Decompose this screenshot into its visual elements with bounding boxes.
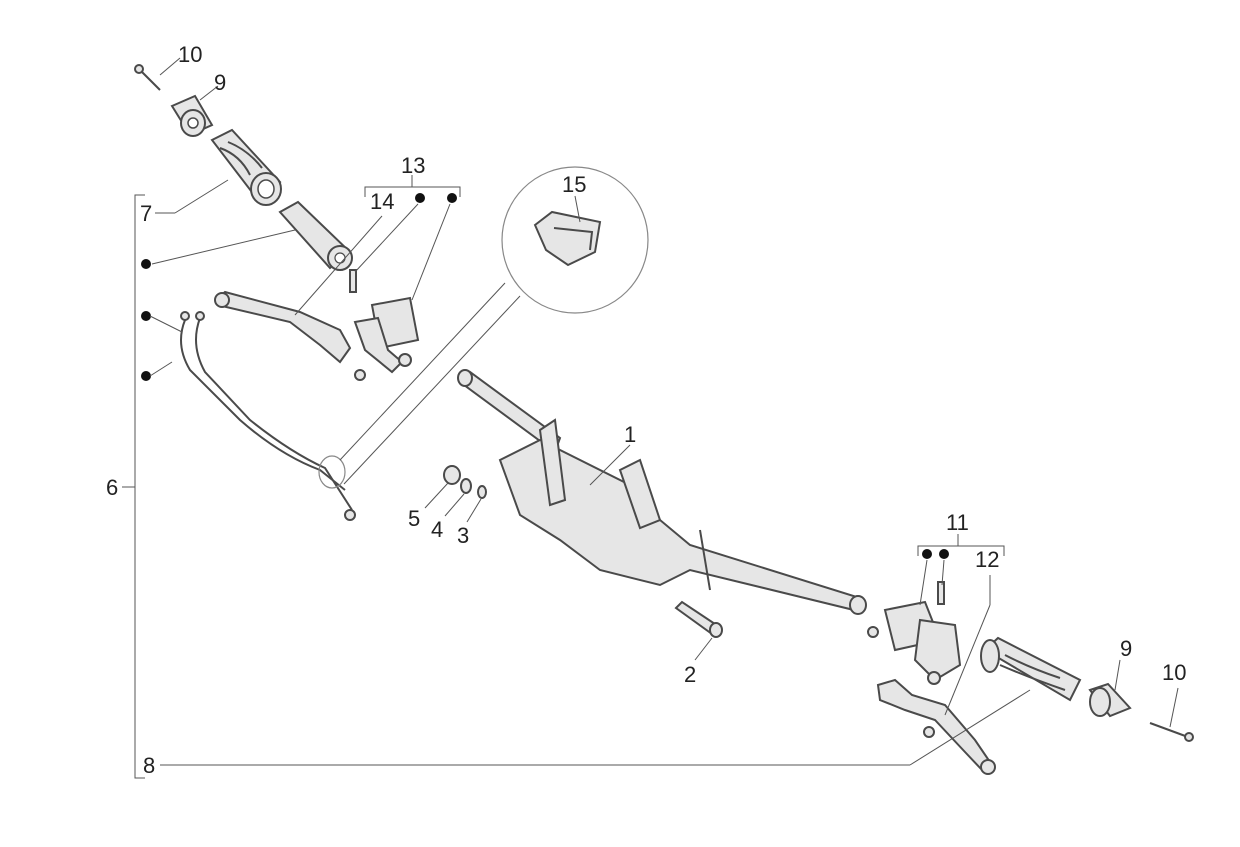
callout-7: 7 (140, 201, 152, 226)
group-member-dot (141, 259, 151, 269)
callout-5: 5 (408, 506, 420, 531)
bolt-part-10-left (134, 64, 161, 91)
detail-inset-15 (318, 166, 649, 489)
bolt-part-2 (674, 600, 723, 638)
callout-9-right: 9 (1120, 636, 1132, 661)
callout-9-left: 9 (214, 70, 226, 95)
brake-lever-left (214, 290, 352, 364)
bracket-11 (917, 534, 1005, 556)
callout-13: 13 (401, 153, 425, 178)
callout-4: 4 (431, 517, 443, 542)
callout-8: 8 (143, 753, 155, 778)
group-bracket-6 (122, 194, 145, 779)
callout-6: 6 (106, 475, 118, 500)
callout-10-left: 10 (178, 42, 202, 67)
handlebar-grip-part-8 (980, 636, 1082, 702)
callout-14: 14 (370, 189, 394, 214)
bolt-part-10-right (1149, 722, 1194, 742)
group-member-dot (141, 371, 151, 381)
group-member-dot (415, 193, 425, 203)
callout-2: 2 (684, 662, 696, 687)
washer-part-3 (477, 485, 487, 499)
group-member-dot (939, 549, 949, 559)
group-member-dot (922, 549, 932, 559)
callout-3: 3 (457, 523, 469, 548)
handlebar-part-1 (457, 369, 867, 615)
brake-master-cylinder-right (867, 581, 962, 685)
callout-11: 11 (946, 510, 969, 535)
callout-12: 12 (975, 547, 999, 572)
callout-10-right: 10 (1162, 660, 1186, 685)
throttle-sleeve (278, 200, 353, 271)
bracket-13 (364, 175, 461, 197)
bar-end-cap-part-9-right (1088, 682, 1132, 718)
callout-15: 15 (562, 172, 586, 197)
group-member-dot (141, 311, 151, 321)
handlebar-grip-part-7 (210, 128, 282, 206)
callout-1: 1 (624, 422, 636, 447)
washer-part-4 (460, 478, 472, 494)
brake-lever-right (876, 678, 996, 775)
spacer-part-5 (443, 465, 461, 485)
throttle-cables (180, 311, 356, 521)
bar-end-cap-part-9-left (170, 94, 214, 137)
brake-master-cylinder-left (349, 269, 420, 381)
group-member-dot (447, 193, 457, 203)
